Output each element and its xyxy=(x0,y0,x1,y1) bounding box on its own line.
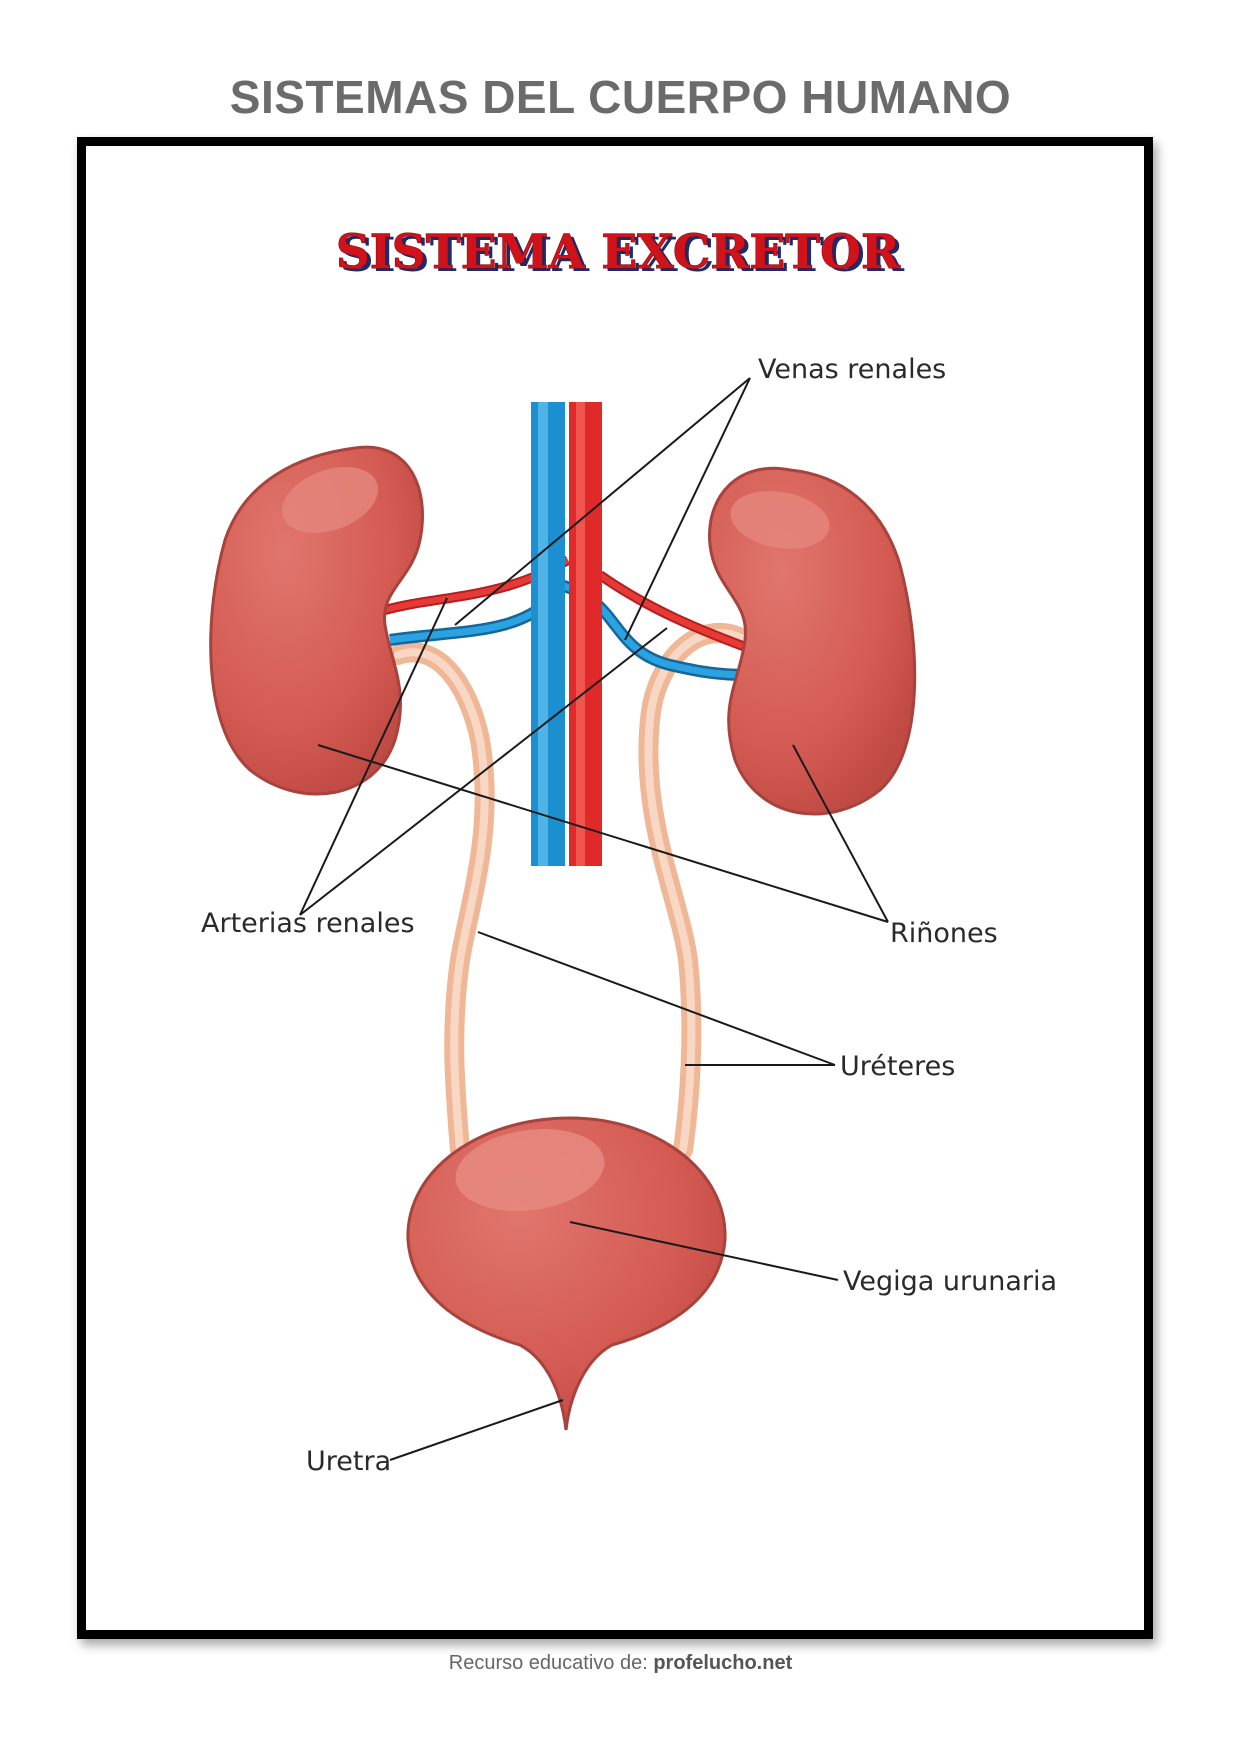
diagram-title-shadow: SISTEMA EXCRETOR xyxy=(340,228,905,283)
label-vejiga: Vegiga urunaria xyxy=(843,1266,1057,1297)
footer-site-link[interactable]: profelucho.net xyxy=(653,1652,793,1674)
bladder xyxy=(406,1116,727,1431)
label-ureteres: Uréteres xyxy=(840,1051,955,1082)
footer-prefix: Recurso educativo de: xyxy=(448,1652,648,1674)
great-vessels xyxy=(531,402,602,866)
footer: Recurso educativo de: profelucho.net xyxy=(0,1652,1241,1675)
kidney-right xyxy=(708,466,917,816)
label-uretra: Uretra xyxy=(306,1446,391,1477)
kidney-left xyxy=(209,445,424,796)
leader-lines xyxy=(299,377,889,1461)
ureters xyxy=(388,623,755,1160)
label-arterias-renales: Arterias renales xyxy=(201,908,415,939)
aorta xyxy=(569,402,602,866)
page-title: SISTEMAS DEL CUERPO HUMANO xyxy=(229,71,1012,123)
label-rinones: Riñones xyxy=(890,918,998,949)
diagram-frame xyxy=(77,137,1153,1639)
label-venas-renales: Venas renales xyxy=(758,354,946,385)
diagram-title: SISTEMA EXCRETOR xyxy=(336,225,901,280)
